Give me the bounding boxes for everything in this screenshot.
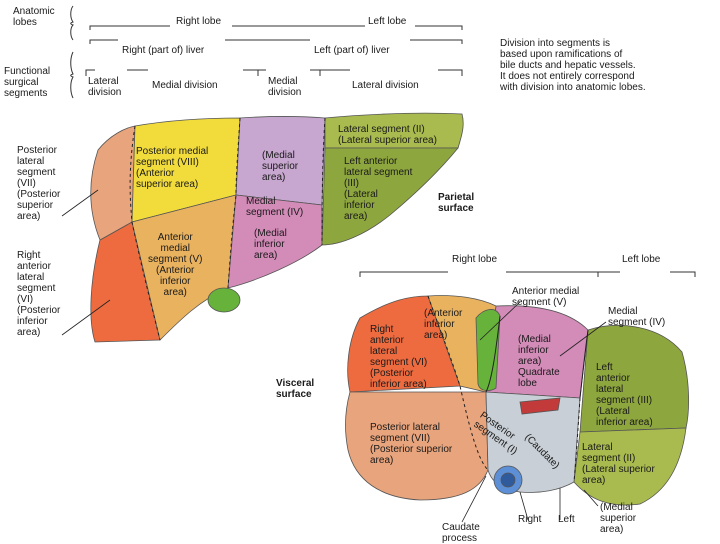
left-lobe-header: Left lobe (368, 16, 407, 27)
lateral-division-left: Lateral division (352, 80, 419, 91)
medial-superior-label: (Medial superior area) (262, 150, 299, 183)
header-brackets (70, 5, 696, 277)
v-segment-iii-region (579, 325, 690, 433)
lateral-segment-ii-label: Lateral segment (II) (Lateral superior a… (582, 442, 655, 486)
note-text: Division into segments is based upon ram… (500, 38, 646, 93)
segment-vi-region (90, 221, 161, 343)
right-lobe-header: Right lobe (176, 16, 222, 27)
right-liver-header: Right (part of) liver (122, 45, 205, 56)
left-anterior-lateral-label: Left anterior lateral segment (III) (Lat… (596, 362, 653, 428)
segment-ii-label: Lateral segment (II) (Lateral superior a… (338, 124, 437, 146)
functional-segments-label: Functional surgical segments (4, 66, 51, 99)
visceral-liver (345, 295, 690, 506)
gallbladder-fundus (207, 287, 241, 313)
segment-iv-superior-region (235, 116, 326, 206)
medial-division-left: Medial division (268, 76, 302, 98)
anterior-inferior-label: (Anterior inferior area) (424, 308, 463, 341)
visceral-solid-lines (485, 315, 589, 399)
right-anterior-lateral-label: Right anterior lateral segment (VI) (Pos… (370, 324, 428, 390)
visceral-surface-label: Visceral surface (276, 378, 315, 400)
v-segment-vii-region (345, 391, 489, 501)
segment-iii-region (321, 147, 459, 246)
parietal-dividers (129, 117, 326, 341)
visceral-medial-inferior-label: (Medial inferior area) Quadrate lobe (518, 334, 560, 389)
left-label: Left (558, 514, 575, 525)
anterior-medial-label: Anterior medial segment (V) (512, 286, 580, 308)
medial-division-right: Medial division (152, 80, 218, 91)
medial-segment-label: Medial segment (IV) (608, 306, 666, 328)
segment-ii-region (324, 112, 464, 149)
segment-vii-region (90, 125, 136, 241)
left-liver-header: Left (part of) liver (314, 45, 390, 56)
segment-vi-label: Right anterior lateral segment (VI) (Pos… (17, 250, 61, 338)
right-label: Right (518, 514, 542, 525)
segment-vii-label: Posterior lateral segment (VII) (Posteri… (17, 145, 61, 222)
segment-viii-label: Posterior medial segment (VIII) (Anterio… (136, 146, 209, 190)
visceral-dividers (427, 295, 581, 483)
parietal-surface-label: Parietal surface (438, 192, 475, 214)
leader-lines (61, 189, 607, 523)
posterior-lateral-label: Posterior lateral segment (VII) (Posteri… (370, 422, 453, 466)
caudate-process-label: Caudate process (442, 522, 480, 544)
segment-iii-label: Left anterior lateral segment (III) (Lat… (344, 156, 413, 222)
lateral-division-right: Lateral division (88, 76, 122, 98)
medial-superior-visceral-label: (Medial superior area) (600, 502, 637, 535)
parietal-liver (90, 112, 464, 343)
anatomic-lobes-label: Anatomic lobes (13, 6, 55, 28)
segment-iv-label: Medial segment (IV) (246, 196, 304, 218)
v-gallbladder (475, 309, 501, 392)
visceral-right-lobe: Right lobe (452, 254, 498, 265)
medial-inferior-label: (Medial inferior area) (254, 228, 287, 261)
visceral-left-lobe: Left lobe (622, 254, 661, 265)
segment-v-label: Anterior medial segment (V) (Anterior in… (148, 232, 203, 298)
v-portal-vessels (519, 397, 561, 415)
